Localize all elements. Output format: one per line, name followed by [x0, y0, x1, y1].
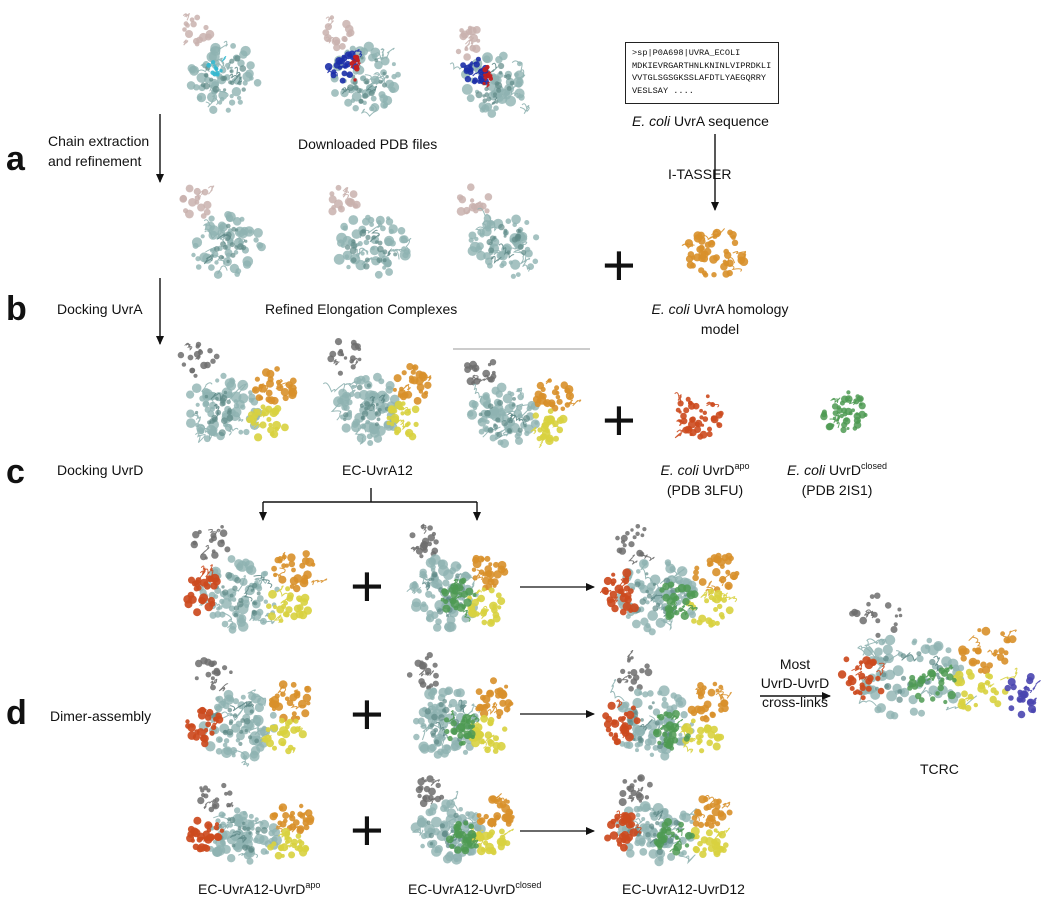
- sequence-line-1: >sp|P0A698|UVRA_ECOLI: [632, 48, 741, 58]
- step-label-b: b: [6, 290, 27, 328]
- plus-sign-c: +: [602, 388, 636, 453]
- step-label-c: c: [6, 453, 25, 491]
- bottom-label-apo: EC-UvrA12-UvrDapo: [198, 880, 321, 898]
- most-crosslinks-line1: Most: [779, 656, 811, 672]
- ec-uvra12-label: EC-UvrA12: [342, 462, 413, 478]
- uvra-homology-model: [668, 213, 766, 293]
- uvrd-closed-pdb: (PDB 2IS1): [801, 482, 873, 498]
- sequence-line-2: MDKIEVRGARTHNLKNINLVIPRDKLI: [632, 60, 772, 71]
- uvrd-apo-structure: [665, 382, 731, 448]
- ec-uvra12-uvrd12-structure-3: [600, 772, 755, 870]
- uvra-sequence-box: >sp|P0A698|UVRA_ECOLI MDKIEVRGARTHNLKNIN…: [625, 42, 779, 105]
- step-label-d: d: [6, 694, 27, 732]
- pdb-structure-1: [175, 5, 270, 123]
- tcrc-structure: [835, 590, 1045, 730]
- refined-ec-structure-2: [320, 180, 420, 288]
- uvrd-closed-label: E. coli UvrDclosed: [787, 461, 887, 479]
- most-crosslinks-line3: cross-links: [761, 694, 829, 710]
- plus-sign-d1: +: [350, 554, 384, 619]
- plus-sign-d3: +: [350, 798, 384, 863]
- downloaded-pdb-label: Downloaded PDB files: [298, 136, 438, 152]
- refined-ec-structure-3: [452, 180, 552, 288]
- ec-uvra12-uvrd-closed-structure-2: [400, 650, 530, 768]
- sequence-line-3: VVTGLSGSGKSSLAFDTLYAEGQRRY: [632, 73, 767, 84]
- ec-uvra12-structure-3: [456, 354, 591, 454]
- uvrd-closed-structure: [815, 382, 875, 442]
- plus-sign-d2: +: [350, 682, 384, 747]
- ec-uvra12-uvrd-closed-structure-3: [402, 772, 532, 870]
- ec-uvra12-uvrd12-structure-1: [599, 520, 760, 642]
- ec-uvra12-uvrd-apo-structure-3: [185, 780, 335, 870]
- step-a-action-line1: Chain extraction: [48, 133, 150, 149]
- pdb-structure-2: [315, 10, 410, 122]
- ec-uvra12-uvrd-apo-structure-2: [183, 650, 333, 770]
- uvra-homology-label-line1: E. coli UvrA homology: [651, 301, 789, 317]
- sequence-line-4: VESLSAY ....: [632, 85, 694, 96]
- uvra-homology-label-line2: model: [700, 321, 740, 337]
- ec-uvra12-uvrd-closed-structure-1: [400, 518, 525, 640]
- plus-sign-b: +: [602, 233, 636, 298]
- refined-ec-structure-1: [175, 180, 275, 288]
- bottom-label-closed: EC-UvrA12-UvrDclosed: [408, 880, 542, 898]
- ec-uvra12-structure-1: [170, 338, 315, 456]
- uvra-sequence-label: E. coli UvrA sequence: [632, 113, 769, 129]
- pdb-structure-3: [448, 22, 540, 122]
- itasser-label: I-TASSER: [668, 166, 732, 182]
- ec-uvra12-uvrd12-structure-2: [600, 649, 750, 770]
- step-d-action: Dimer-assembly: [50, 708, 152, 724]
- step-c-action: Docking UvrD: [57, 462, 144, 478]
- bottom-label-d12: EC-UvrA12-UvrD12: [622, 881, 745, 897]
- refined-ec-label: Refined Elongation Complexes: [265, 301, 458, 317]
- uvrd-apo-label: E. coli UvrDapo: [660, 461, 750, 479]
- step-b-action: Docking UvrA: [57, 301, 143, 317]
- step-a-action-line2: and refinement: [48, 153, 142, 169]
- ec-uvra12-structure-2: [318, 335, 448, 453]
- ec-uvra12-uvrd-apo-structure-1: [180, 520, 340, 640]
- step-label-a: a: [6, 140, 25, 178]
- tcrc-label: TCRC: [920, 761, 959, 777]
- most-crosslinks-line2: UvrD-UvrD: [760, 675, 830, 691]
- uvrd-apo-pdb: (PDB 3LFU): [666, 482, 744, 498]
